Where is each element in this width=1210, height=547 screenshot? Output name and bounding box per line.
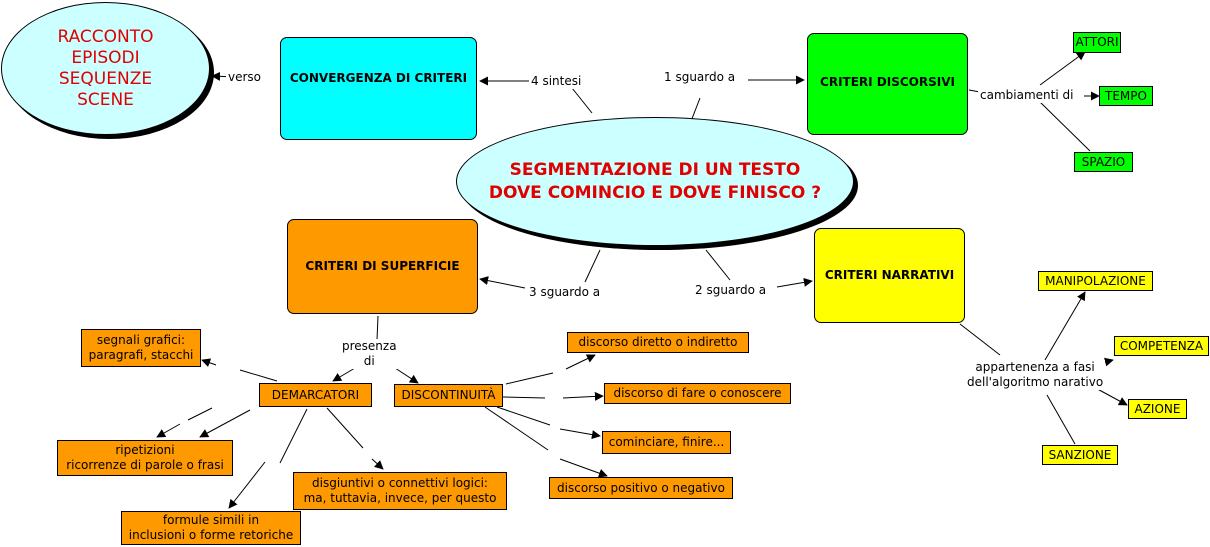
text-line: formule simili in [162, 513, 260, 527]
link-label-cambiamenti: cambiamenti di [978, 88, 1076, 103]
text-line: di [363, 354, 375, 368]
text-line: appartenenza a fasi [975, 360, 1095, 374]
node-disgiuntivi[interactable]: disgiuntivi o connettivi logici:ma, tutt… [293, 472, 507, 510]
text-line: segnali grafici: [96, 333, 186, 347]
node-spazio[interactable]: SPAZIO [1074, 152, 1133, 172]
node-attori[interactable]: ATTORI [1073, 32, 1121, 53]
node-discorso-positivo[interactable]: discorso positivo o negativo [549, 477, 733, 499]
link-label-2-sguardo: 2 sguardo a [693, 283, 769, 298]
link-label-4-sintesi: 4 sintesi [529, 74, 584, 89]
node-discontinuita[interactable]: DISCONTINUITÀ [394, 384, 503, 407]
node-discorso-diretto[interactable]: discorso diretto o indiretto [567, 332, 749, 353]
text-line: inclusioni o forme retoriche [128, 528, 294, 542]
node-criteri-narrativi[interactable]: CRITERI NARRATIVI [814, 228, 965, 323]
link-label-3-sguardo: 3 sguardo a [527, 285, 603, 300]
link-label-verso: verso [226, 70, 264, 85]
outcome-line: RACCONTO [57, 26, 154, 47]
node-discorso-fare[interactable]: discorso di fare o conoscere [604, 383, 791, 404]
outcome-line: EPISODI [71, 47, 140, 68]
link-label-1-sguardo: 1 sguardo a [662, 70, 738, 85]
text-line: ricorrenze di parole o frasi [66, 458, 224, 472]
node-competenza[interactable]: COMPETENZA [1114, 336, 1209, 356]
node-manipolazione[interactable]: MANIPOLAZIONE [1038, 271, 1153, 291]
outcome-line: SEQUENZE [58, 68, 153, 89]
node-cominciare[interactable]: cominciare, finire... [602, 431, 731, 454]
text-line: dell'algoritmo narativo [967, 375, 1104, 389]
text-line: ma, tuttavia, invece, per questo [303, 491, 497, 505]
node-criteri-discorsivi[interactable]: CRITERI DISCORSIVI [807, 33, 968, 135]
node-sanzione[interactable]: SANZIONE [1042, 445, 1118, 465]
node-demarcatori[interactable]: DEMARCATORI [259, 383, 372, 407]
text-line: ripetizioni [115, 443, 175, 457]
node-criteri-superficie[interactable]: CRITERI DI SUPERFICIE [287, 219, 478, 314]
node-tempo[interactable]: TEMPO [1099, 86, 1153, 106]
node-segnali-grafici[interactable]: segnali grafici:paragrafi, stacchi [81, 329, 201, 367]
text-line: paragrafi, stacchi [88, 348, 194, 362]
text-line: presenza [342, 339, 397, 353]
node-convergenza[interactable]: CONVERGENZA DI CRITERI [280, 37, 477, 140]
text-line: disgiuntivi o connettivi logici: [312, 476, 488, 490]
central-title-line2: DOVE COMINCIO E DOVE FINISCO ? [488, 182, 822, 203]
outcome-line: SCENE [77, 89, 134, 110]
outcome-ellipse[interactable]: RACCONTO EPISODI SEQUENZE SCENE [1, 2, 210, 135]
central-ellipse[interactable]: SEGMENTAZIONE DI UN TESTO DOVE COMINCIO … [456, 117, 854, 246]
central-title-line1: SEGMENTAZIONE DI UN TESTO [509, 159, 801, 180]
node-azione[interactable]: AZIONE [1128, 399, 1187, 419]
